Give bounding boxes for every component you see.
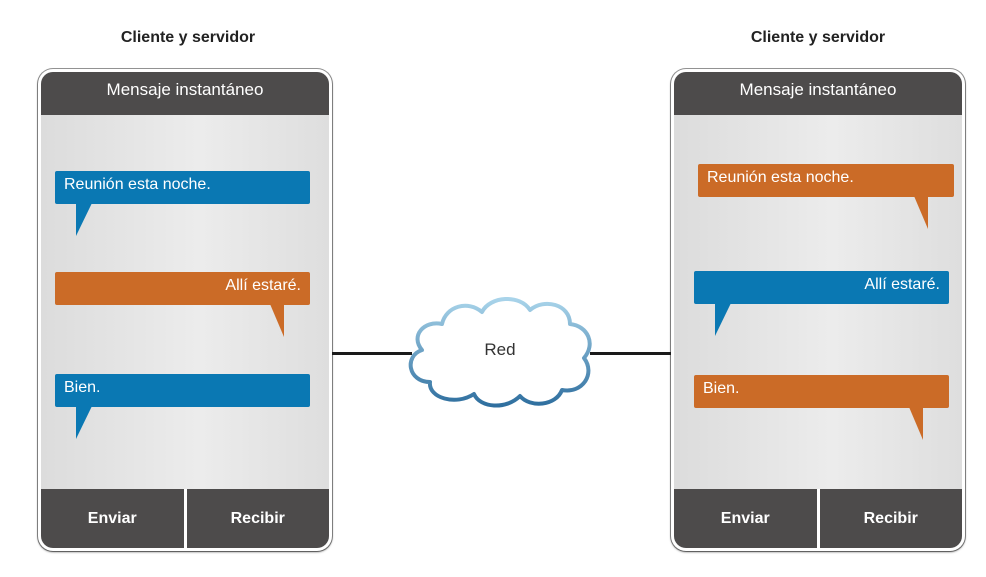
message-text: Allí estaré. [225, 277, 301, 294]
app-header-left: Mensaje instantáneo [41, 72, 329, 115]
bubble-tail [914, 196, 928, 229]
message-bubble: Allí estaré. [55, 272, 310, 337]
device-right: Mensaje instantáneo Reunión esta noche. … [671, 69, 965, 551]
receive-button[interactable]: Recibir [183, 489, 329, 548]
message-text: Bien. [703, 380, 740, 397]
message-bubble: Bien. [694, 375, 949, 440]
network-link-right [590, 352, 671, 355]
message-bubble: Reunión esta noche. [698, 164, 954, 229]
message-bubble: Reunión esta noche. [55, 171, 310, 236]
send-button[interactable]: Enviar [674, 489, 817, 548]
footer-right: Enviar Recibir [674, 489, 962, 548]
device-title-left: Cliente y servidor [120, 29, 256, 46]
message-text: Allí estaré. [864, 276, 940, 293]
bubble-tail [715, 303, 731, 336]
message-bubble: Allí estaré. [694, 271, 949, 336]
device-screen-left: Mensaje instantáneo Reunión esta noche. … [41, 72, 329, 548]
device-left: Mensaje instantáneo Reunión esta noche. … [38, 69, 332, 551]
message-text: Reunión esta noche. [64, 176, 211, 193]
network-link-left [332, 352, 412, 355]
bubble-tail [76, 203, 92, 236]
receive-button[interactable]: Recibir [816, 489, 962, 548]
device-title-right: Cliente y servidor [750, 29, 886, 46]
message-text: Reunión esta noche. [707, 169, 854, 186]
footer-left: Enviar Recibir [41, 489, 329, 548]
bubble-tail [270, 304, 284, 337]
message-bubble: Bien. [55, 374, 310, 439]
app-header-right: Mensaje instantáneo [674, 72, 962, 115]
network-cloud-icon [408, 296, 592, 408]
device-screen-right: Mensaje instantáneo Reunión esta noche. … [674, 72, 962, 548]
send-button[interactable]: Enviar [41, 489, 184, 548]
message-text: Bien. [64, 379, 101, 396]
network-label: Red [484, 340, 516, 359]
bubble-tail [909, 407, 923, 440]
bubble-tail [76, 406, 92, 439]
